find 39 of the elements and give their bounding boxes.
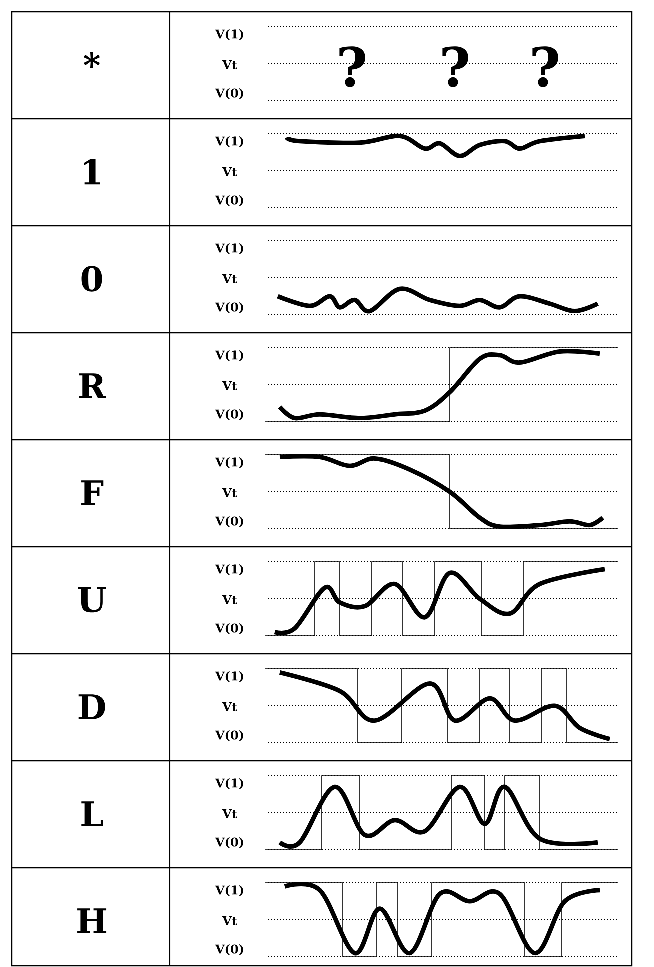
voltage-label: V(0) (215, 730, 244, 742)
voltage-label: Vt (222, 168, 238, 176)
voltage-label: V(0) (215, 302, 244, 314)
voltage-label: V(1) (215, 564, 244, 576)
voltage-label: Vt (222, 702, 238, 712)
voltage-label: Vt (222, 488, 238, 498)
row-symbol: D (78, 694, 106, 720)
voltage-label: Vt (222, 810, 238, 818)
row-symbol: R (79, 374, 106, 398)
question-mark: ? (532, 46, 558, 88)
voltage-label: Vt (222, 916, 238, 926)
voltage-label: V(0) (215, 624, 244, 634)
voltage-label: V(0) (215, 410, 244, 420)
row-symbol: L (82, 802, 104, 826)
voltage-label: V(0) (215, 196, 244, 206)
voltage-label: Vt (222, 596, 238, 604)
voltage-label: V(1) (215, 350, 244, 362)
voltage-label: V(1) (215, 244, 244, 254)
voltage-label: V(1) (215, 136, 244, 148)
row-symbol: 1 (84, 159, 100, 185)
voltage-label: Vt (222, 274, 238, 284)
voltage-label: V(0) (215, 88, 244, 100)
voltage-label: V(1) (215, 672, 244, 682)
voltage-label: Vt (222, 60, 238, 70)
row-symbol: U (78, 587, 106, 613)
voltage-label: V(0) (215, 516, 244, 528)
voltage-label: V(1) (215, 30, 244, 40)
voltage-label: V(1) (215, 458, 244, 468)
voltage-label: V(0) (215, 944, 244, 956)
voltage-label: Vt (222, 382, 238, 390)
voltage-label: V(1) (215, 778, 244, 790)
question-mark: ? (442, 46, 468, 88)
voltage-label: V(1) (215, 886, 244, 896)
question-mark: ? (340, 46, 366, 88)
row-symbol: * (84, 52, 100, 68)
row-symbol: F (82, 480, 104, 506)
voltage-label: V(0) (215, 838, 244, 848)
row-symbol: H (78, 908, 107, 934)
row-symbol: 0 (82, 266, 102, 292)
